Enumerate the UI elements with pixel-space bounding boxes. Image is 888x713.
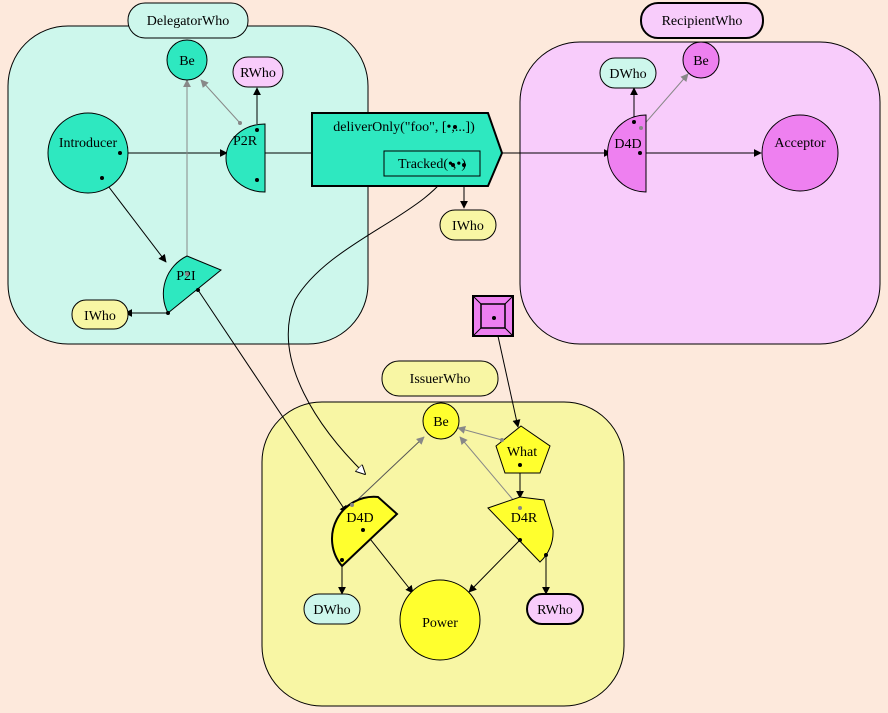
what-label: What [507, 445, 537, 460]
message-iwho-node [439, 209, 497, 241]
edge-introducer-p2i [101, 177, 167, 263]
delegator-title-pill [127, 2, 249, 39]
recipient-d4d-port-dot [632, 120, 636, 124]
issuer-be-node [422, 402, 460, 440]
recipient-title: RecipientWho [662, 14, 743, 29]
what-node [495, 425, 551, 474]
acceptor-label: Acceptor [774, 136, 826, 151]
edge-tracked-issuer-d4d [287, 164, 454, 474]
issuer-d4d-port-dot [340, 558, 344, 562]
issuer-d4d-port-dot [361, 528, 365, 532]
power-node [399, 579, 481, 661]
delegator-be-node [166, 39, 208, 81]
p2r-node [225, 123, 266, 193]
message-call-label: deliverOnly("foo", [•,...]) [333, 120, 475, 135]
recipient-d4d-label: D4D [614, 137, 641, 152]
issuer-region [261, 401, 625, 707]
p2i-port-dot [196, 288, 200, 292]
d4r-port-dot [544, 553, 548, 557]
tracked-label: Tracked(•,•) [398, 157, 466, 172]
edge-what-be [457, 426, 503, 441]
p2i-label: P2I [176, 269, 196, 284]
delegator-iwho-node [71, 299, 129, 330]
introducer-port-dot [100, 176, 104, 180]
p2r-port-dot [238, 121, 242, 125]
issuer-d4d-port-dot [350, 503, 354, 507]
edge-p2r-be [200, 79, 241, 124]
seal-icon [472, 295, 514, 337]
what-port-dot [518, 463, 522, 467]
d4r-port-dot [518, 506, 522, 510]
what-port-dot [500, 438, 504, 442]
d4r-label: D4R [511, 511, 538, 526]
edge-p2i-d4d [197, 289, 348, 514]
p2i-port-dot [185, 272, 189, 276]
recipient-region [519, 41, 881, 345]
recipient-dwho-node [599, 57, 657, 89]
introducer-label: Introducer [59, 136, 118, 151]
delegator-rwho-node [232, 56, 284, 88]
introducer-node [47, 112, 129, 194]
message-port-dot [462, 163, 466, 167]
issuer-d4d-node [331, 495, 399, 568]
edge-d4r-power [468, 539, 521, 593]
issuer-be-label: Be [433, 415, 449, 430]
delegator-iwho-label: IWho [84, 309, 116, 324]
message-port-dot [451, 163, 455, 167]
issuer-rwho-node [526, 593, 584, 625]
issuer-title: IssuerWho [410, 372, 471, 387]
recipient-d4d-port-dot [638, 151, 642, 155]
p2r-label: P2R [233, 134, 258, 149]
issuer-rwho-label: RWho [537, 603, 573, 618]
acceptor-node [761, 114, 839, 192]
recipient-be-node [682, 41, 720, 79]
edge-d4d-be-issuer [351, 436, 425, 506]
power-label: Power [422, 616, 458, 631]
message-port-dot [453, 125, 457, 129]
recipient-d4d-port-dot [639, 126, 643, 130]
delegator-be-label: Be [179, 54, 195, 69]
p2r-port-dot [255, 128, 259, 132]
recipient-title-pill [640, 2, 764, 39]
edge-d4d-be [640, 73, 689, 129]
edge-issuer-d4d-power [362, 529, 414, 594]
issuer-title-pill [381, 360, 499, 397]
d4r-node [487, 496, 554, 563]
recipient-d4d-node [607, 114, 647, 193]
recipient-be-label: Be [693, 54, 709, 69]
issuer-d4d-label: D4D [346, 511, 373, 526]
p2i-port-dot [166, 311, 170, 315]
edge-d4r-be [459, 436, 521, 509]
message-iwho-label: IWho [452, 219, 484, 234]
d4r-port-dot [518, 538, 522, 542]
introducer-port-dot [118, 151, 122, 155]
p2r-port-dot [255, 178, 259, 182]
delegator-title: DelegatorWho [147, 14, 229, 29]
delegator-rwho-label: RWho [240, 66, 276, 81]
recipient-dwho-label: DWho [609, 67, 646, 82]
issuer-dwho-node [303, 593, 361, 625]
issuer-dwho-label: DWho [313, 603, 350, 618]
